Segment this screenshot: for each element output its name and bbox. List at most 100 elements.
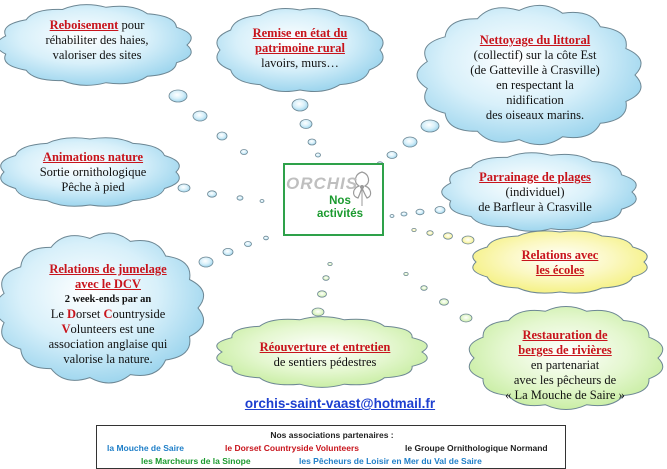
ecoles-title-1: Relations avec bbox=[521, 248, 599, 262]
jumelage-title-1: Relations de jumelage bbox=[49, 262, 167, 276]
restauration-title-1: Restauration de bbox=[522, 328, 608, 342]
reouverture-line-1: de sentiers pédestres bbox=[273, 355, 377, 369]
tail-ecoles-bubble-1 bbox=[461, 235, 475, 245]
cloud-shape-remise bbox=[216, 8, 384, 92]
tail-restauration-bubble-3 bbox=[420, 285, 428, 291]
jumelage-olunteers: olunteers est une bbox=[70, 322, 155, 336]
cloud-ecoles: Relations avec les écoles bbox=[500, 248, 620, 278]
reboisement-title: Reboisement bbox=[49, 18, 119, 32]
cloud-jumelage: Relations de jumelage avec le DCV 2 week… bbox=[28, 262, 188, 367]
restauration-line-2: avec les pêcheurs de bbox=[513, 373, 617, 387]
orchis-logo-text: ORCHIS bbox=[286, 174, 359, 193]
ecoles-title-2: les écoles bbox=[535, 263, 585, 277]
reboisement-line-1: réhabiliter des haies, bbox=[45, 33, 149, 47]
nettoyage-line-3: en respectant la bbox=[496, 78, 574, 92]
animations-title: Animations nature bbox=[42, 150, 144, 164]
partner-groupe-ornithologique: le Groupe Ornithologique Normand bbox=[405, 443, 548, 453]
tail-nettoyage-bubble-2 bbox=[402, 136, 418, 148]
tail-animations-bubble-3 bbox=[236, 195, 244, 201]
center-label-1: Nos bbox=[329, 195, 351, 207]
tail-restauration-bubble-4 bbox=[403, 271, 409, 276]
tail-reboisement-bubble-3 bbox=[216, 131, 228, 141]
jumelage-line-1: association anglaise qui bbox=[48, 337, 168, 351]
tail-jumelage-bubble-1 bbox=[198, 256, 214, 268]
animations-line-1: Sortie ornithologique bbox=[39, 165, 147, 179]
cloud-remise: Remise en état du patrimoine rural lavoi… bbox=[230, 26, 370, 71]
parrainage-line-2: de Barfleur à Crasville bbox=[478, 200, 592, 214]
jumelage-v: V bbox=[61, 322, 71, 336]
parrainage-title: Parrainage de plages bbox=[479, 170, 591, 184]
tail-reboisement-bubble-4 bbox=[240, 149, 248, 155]
restauration-line-3: « La Mouche de Saire » bbox=[505, 388, 625, 402]
jumelage-d: D bbox=[67, 307, 77, 321]
cloud-shape-jumelage bbox=[0, 232, 205, 384]
partner-marcheurs-sinope: les Marcheurs de la Sinope bbox=[141, 456, 251, 466]
tail-ecoles-bubble-3 bbox=[426, 230, 434, 236]
tail-jumelage-bubble-4 bbox=[263, 235, 269, 241]
parrainage-line-1: (individuel) bbox=[505, 185, 565, 199]
jumelage-line-2: valorise la nature. bbox=[63, 352, 153, 366]
partners-heading: Nos associations partenaires : bbox=[270, 430, 394, 440]
tail-jumelage-bubble-2 bbox=[222, 247, 234, 256]
tail-ecoles-bubble-4 bbox=[411, 227, 417, 232]
tail-reouverture-bubble-3 bbox=[322, 275, 330, 281]
nettoyage-line-5: des oiseaux marins. bbox=[485, 108, 585, 122]
cloud-shape-parrainage bbox=[441, 152, 637, 232]
tail-animations-bubble-4 bbox=[259, 199, 265, 203]
cloud-restauration: Restauration de berges de rivières en pa… bbox=[490, 328, 640, 403]
jumelage-title-2: avec le DCV bbox=[75, 277, 141, 291]
restauration-line-1: en partenariat bbox=[530, 358, 600, 372]
animations-line-2: Pêche à pied bbox=[61, 180, 125, 194]
partner-mouche-de-saire: la Mouche de Saire bbox=[107, 443, 184, 453]
tail-reboisement-bubble-1 bbox=[168, 89, 188, 103]
nettoyage-line-1: (collectif) sur la côte Est bbox=[473, 48, 597, 62]
remise-line-1: lavoirs, murs… bbox=[261, 56, 339, 70]
remise-title-1: Remise en état du bbox=[252, 26, 348, 40]
cloud-reouverture: Réouverture et entretien de sentiers péd… bbox=[240, 340, 410, 370]
tail-restauration-bubble-2 bbox=[439, 298, 449, 306]
tail-parrainage-bubble-3 bbox=[400, 211, 408, 217]
center-label-2: activités bbox=[316, 208, 364, 220]
tail-parrainage-bubble-2 bbox=[415, 208, 425, 216]
tail-parrainage-bubble-1 bbox=[434, 206, 446, 214]
restauration-title-2: berges de rivières bbox=[518, 343, 612, 357]
cloud-parrainage: Parrainage de plages (individuel) de Bar… bbox=[460, 170, 610, 215]
reboisement-line-2: valoriser des sites bbox=[52, 48, 142, 62]
cloud-shape-ecoles bbox=[472, 230, 648, 294]
tail-nettoyage-bubble-1 bbox=[420, 119, 440, 133]
tail-reboisement-bubble-2 bbox=[192, 110, 208, 122]
partners-box: Nos associations partenaires : la Mouche… bbox=[96, 425, 566, 469]
nettoyage-line-2: (de Gatteville à Crasville) bbox=[470, 63, 600, 77]
email-link[interactable]: orchis-saint-vaast@hotmail.fr bbox=[244, 396, 436, 411]
jumelage-weekends: 2 week-ends par an bbox=[64, 294, 152, 305]
reboisement-title-tail: pour bbox=[118, 18, 145, 32]
orchid-logo-icon bbox=[353, 171, 372, 206]
tail-remise-bubble-4 bbox=[315, 152, 321, 158]
tail-jumelage-bubble-3 bbox=[244, 241, 252, 247]
cloud-shape-nettoyage bbox=[416, 4, 642, 146]
tail-nettoyage-bubble-3 bbox=[386, 151, 398, 159]
cloud-shape-animations bbox=[0, 137, 180, 207]
reouverture-title: Réouverture et entretien bbox=[259, 340, 391, 354]
cloud-shape-reouverture bbox=[216, 316, 428, 388]
partner-dorset-countryside: le Dorset Countryside Volunteers bbox=[225, 443, 359, 453]
cloud-shape-reboisement bbox=[0, 4, 192, 86]
cloud-animations: Animations nature Sortie ornithologique … bbox=[18, 150, 168, 195]
tail-reouverture-bubble-4 bbox=[327, 261, 333, 266]
jumelage-ountryside: ountryside bbox=[112, 307, 166, 321]
tail-restauration-bubble-1 bbox=[459, 313, 473, 323]
cloud-shape-restauration bbox=[468, 306, 664, 410]
tail-remise-bubble-1 bbox=[291, 98, 309, 112]
jumelage-le: Le bbox=[50, 307, 68, 321]
tail-remise-bubble-2 bbox=[299, 119, 313, 129]
tail-reouverture-bubble-2 bbox=[317, 290, 327, 298]
jumelage-c: C bbox=[103, 307, 113, 321]
center-activities-box bbox=[283, 163, 384, 236]
tail-reouverture-bubble-1 bbox=[311, 307, 325, 317]
tail-parrainage-bubble-4 bbox=[389, 214, 395, 218]
jumelage-orset: orset bbox=[76, 307, 104, 321]
partner-pecheurs-loisir: les Pêcheurs de Loisir en Mer du Val de … bbox=[299, 456, 482, 466]
remise-title-2: patrimoine rural bbox=[255, 41, 345, 55]
tail-animations-bubble-2 bbox=[207, 190, 217, 198]
